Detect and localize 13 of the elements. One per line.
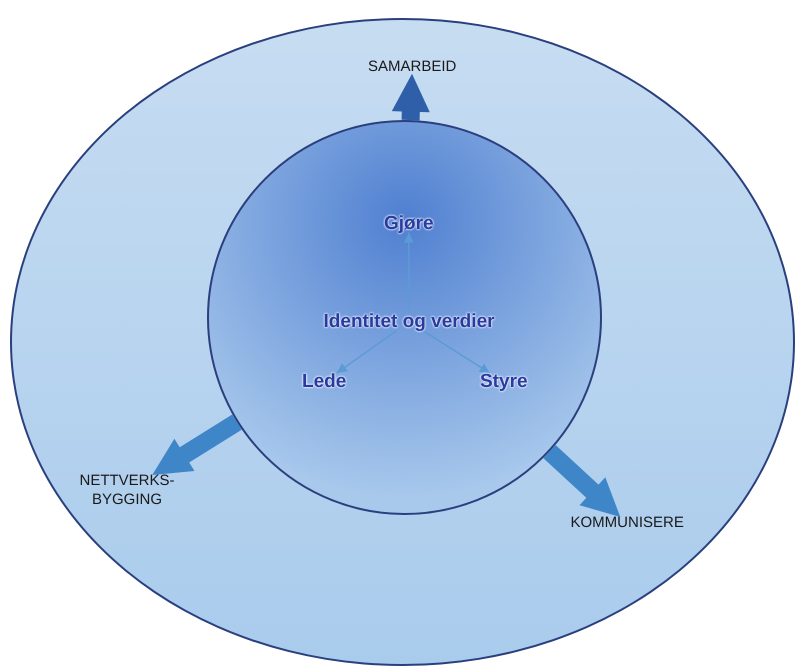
concept-label: Styre xyxy=(480,370,528,394)
category-label: KOMMUNISERE xyxy=(570,514,684,533)
concept-label: Lede xyxy=(302,370,346,394)
concept-label: Identitet og verdier xyxy=(324,310,495,334)
category-label: NETTVERKS- BYGGING xyxy=(72,472,182,510)
category-label: SAMARBEID xyxy=(368,58,456,77)
block-arrow xyxy=(152,414,242,475)
block-arrow xyxy=(543,445,620,517)
arrow xyxy=(404,232,414,313)
block-arrow xyxy=(392,74,430,120)
arrow xyxy=(336,330,397,374)
arrow xyxy=(422,330,490,374)
concept-label: Gjøre xyxy=(384,212,434,236)
